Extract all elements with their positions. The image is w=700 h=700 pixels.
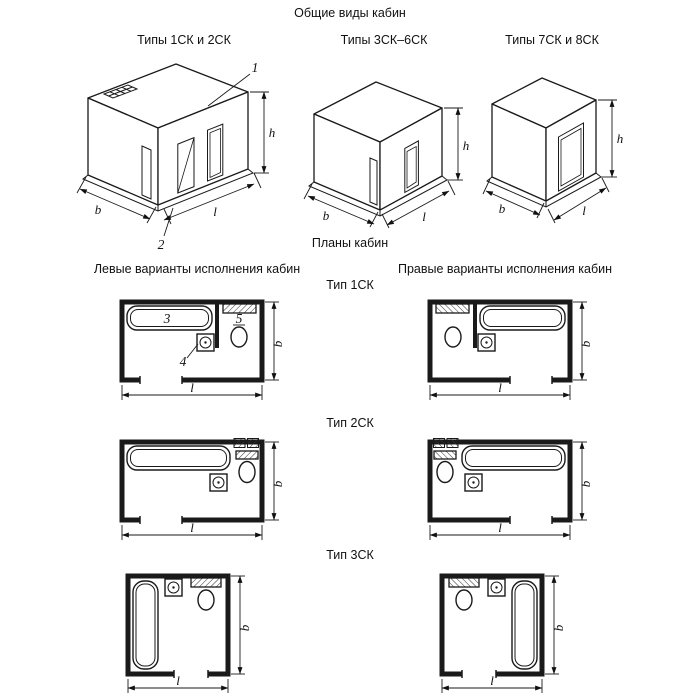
type-2sk-label: Тип 2СК: [326, 416, 374, 430]
toilet: [433, 450, 457, 484]
dim-label-l: l: [190, 520, 194, 535]
dim-label-h: h: [617, 131, 624, 146]
callout-1: 1: [252, 60, 259, 75]
base-slab: [486, 172, 602, 208]
walls: [119, 299, 265, 383]
vent-grille: [233, 438, 259, 448]
dim-label-l: l: [190, 380, 194, 395]
dimension-lines: [127, 575, 245, 693]
washbasin: [164, 578, 183, 597]
dim-label-b: b: [323, 208, 330, 223]
walls: [427, 299, 573, 383]
bathtub: [126, 305, 213, 331]
callout-4: 4: [180, 354, 187, 369]
dimension-lines: [429, 301, 587, 400]
dim-label-b: b: [270, 480, 285, 487]
right-variants-header: Правые варианты исполнения кабин: [397, 262, 613, 276]
callout-4-leader: [186, 343, 199, 359]
callout-1-leader: [207, 73, 251, 107]
callout-5: 5: [236, 311, 243, 326]
cabin-plan: [119, 438, 265, 524]
washbasin: [196, 333, 215, 352]
isometric-view-1: 1 2 b l h: [76, 60, 276, 252]
dimension-lines: [121, 301, 279, 400]
cabin-plan: [119, 299, 265, 384]
plan-2sk-right: l b: [427, 438, 593, 540]
base-slab: [308, 175, 448, 217]
bathtub: [132, 580, 159, 670]
cabin-plan: [125, 573, 231, 678]
door-opening: [558, 122, 584, 192]
view1-label: Типы 1СК и 2СК: [137, 33, 231, 47]
dim-label-b: b: [270, 340, 285, 347]
bathtub: [461, 445, 566, 471]
bathtub: [479, 305, 566, 331]
plan-2sk-left: l b: [119, 438, 285, 540]
walls: [439, 573, 545, 677]
dim-label-l: l: [498, 380, 502, 395]
walls: [125, 573, 231, 677]
type-3sk-label: Тип 3СК: [326, 548, 374, 562]
bathtub: [126, 445, 231, 471]
isometric-view-3: b l h: [482, 77, 624, 224]
cabin-plan-mirrored: [439, 573, 545, 678]
view3-label: Типы 7СК и 8СК: [505, 33, 599, 47]
toilet: [435, 303, 470, 348]
bathtub: [511, 580, 538, 670]
dim-label-b: b: [95, 202, 102, 217]
dimension-lines: [441, 575, 559, 693]
plan-1sk-right: l b: [427, 299, 593, 400]
dim-label-l: l: [176, 673, 180, 688]
base-slab: [82, 168, 254, 212]
dim-label-b: b: [578, 340, 593, 347]
dim-label-b: b: [237, 624, 252, 631]
dim-label-b: b: [499, 201, 506, 216]
toilet: [235, 450, 259, 484]
roof-grille: [102, 84, 139, 99]
toilet: [448, 577, 480, 611]
washbasin: [464, 473, 483, 492]
callout-3: 3: [163, 311, 171, 326]
plan-1sk-left: 3 4 5 l b: [119, 299, 285, 400]
cabin-plan-mirrored: [427, 438, 573, 524]
washbasin: [477, 333, 496, 352]
left-variants-header: Левые варианты исполнения кабин: [93, 262, 301, 276]
dimension-lines: [429, 441, 587, 540]
dim-label-b: b: [578, 480, 593, 487]
dim-label-l: l: [422, 209, 426, 224]
dim-label-l: l: [582, 203, 586, 218]
cabin-box: [82, 63, 254, 212]
dim-label-h: h: [463, 138, 470, 153]
dimension-lines: [482, 99, 617, 224]
dim-label-b: b: [551, 624, 566, 631]
plan-3sk-right: l b: [439, 573, 566, 693]
isometric-view-2: b l h: [303, 81, 470, 229]
plan-3sk-left: l b: [125, 573, 252, 693]
section-title-plans: Планы кабин: [311, 236, 389, 250]
cabin-box: [308, 81, 448, 217]
section-title-general-views: Общие виды кабин: [294, 6, 406, 20]
dimension-lines: [76, 91, 269, 225]
side-door-strip: [369, 157, 378, 206]
dim-label-l: l: [490, 673, 494, 688]
toilet: [222, 303, 257, 348]
washbasin: [209, 473, 228, 492]
door-opening-2: [207, 123, 224, 182]
side-door-strip: [141, 145, 152, 200]
washbasin: [487, 578, 506, 597]
dimension-lines: [121, 441, 279, 540]
door-opening: [404, 140, 419, 194]
dim-label-l: l: [498, 520, 502, 535]
vent-grille: [433, 438, 459, 448]
dimension-lines: [303, 107, 463, 229]
toilet: [190, 577, 222, 611]
cabin-box: [486, 77, 602, 208]
type-1sk-label: Тип 1СК: [326, 278, 374, 292]
callout-2: 2: [158, 237, 165, 252]
dim-label-h: h: [269, 125, 276, 140]
view2-label: Типы 3СК–6СК: [340, 33, 428, 47]
dim-label-l: l: [213, 204, 217, 219]
cabin-plan-mirrored: [427, 299, 573, 384]
